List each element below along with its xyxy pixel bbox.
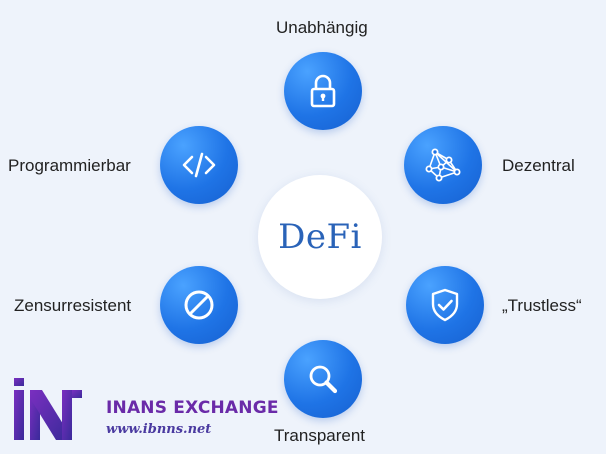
lock-icon [310, 74, 336, 108]
brand-name: INANS EXCHANGE [106, 398, 279, 418]
label-programmierbar: Programmierbar [8, 156, 131, 175]
label-transparent: Transparent [274, 426, 366, 445]
magnifier-icon [309, 365, 338, 394]
brand-logo: INANS EXCHANGE www.ibnns.net [10, 370, 278, 448]
center-circle: DeFi [258, 175, 382, 299]
brand-url: www.ibnns.net [106, 422, 212, 437]
code-icon [182, 152, 216, 178]
node-zensurresistent [160, 266, 238, 344]
label-trustless: „Trustless“ [502, 296, 582, 315]
shield-check-icon [431, 288, 459, 322]
label-unabhaengig: Unabhängig [276, 18, 368, 37]
prohibited-icon [184, 290, 214, 320]
node-unabhaengig [284, 52, 362, 130]
network-icon [425, 148, 461, 182]
node-transparent [284, 340, 362, 418]
center-label: DeFi [278, 217, 362, 257]
node-trustless [406, 266, 484, 344]
label-dezentral: Dezentral [502, 156, 575, 175]
in-logo-icon [14, 378, 82, 440]
label-zensurresistent: Zensurresistent [14, 296, 132, 315]
node-dezentral [404, 126, 482, 204]
node-programmierbar [160, 126, 238, 204]
